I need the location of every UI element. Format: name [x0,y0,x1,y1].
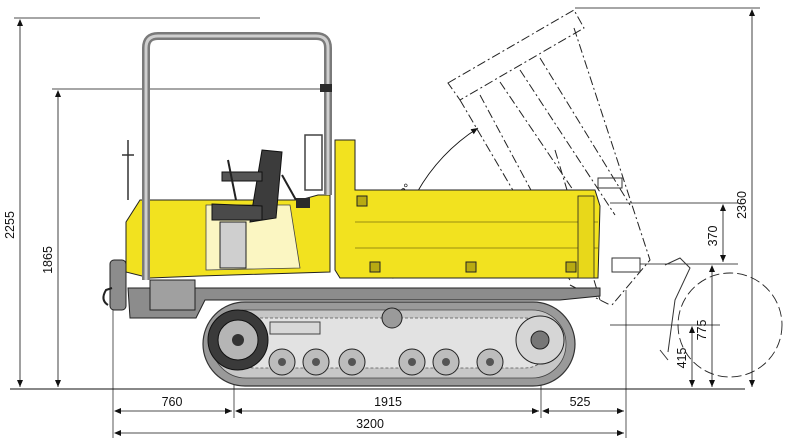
track-assembly [202,301,576,387]
dim-label-2255: 2255 [3,211,17,239]
dim-label-775: 775 [695,320,709,341]
dim-label-525: 525 [570,395,591,409]
dim-1865: 1865 [41,88,330,387]
dump-radius-circle [677,272,783,378]
dim-horizontal: 760 1915 525 3200 [112,290,627,438]
chassis [102,259,601,319]
dump-skip [334,139,601,279]
dim-label-2360: 2360 [735,191,749,219]
dim-775: 775 [610,265,720,387]
dim-label-3200: 3200 [356,417,384,431]
dim-label-760: 760 [162,395,183,409]
dim-label-1915: 1915 [374,395,402,409]
dim-370: 370 [610,202,738,265]
raised-skip-hinge [597,177,691,361]
rops-frame [122,32,332,280]
dim-label-415: 415 [675,348,689,369]
dim-2360: 2360 [575,7,760,387]
dim-label-370: 370 [706,226,720,247]
dim-label-1865: 1865 [41,246,55,274]
dim-2255: 2255 [3,17,260,387]
operator-seat [211,149,297,269]
